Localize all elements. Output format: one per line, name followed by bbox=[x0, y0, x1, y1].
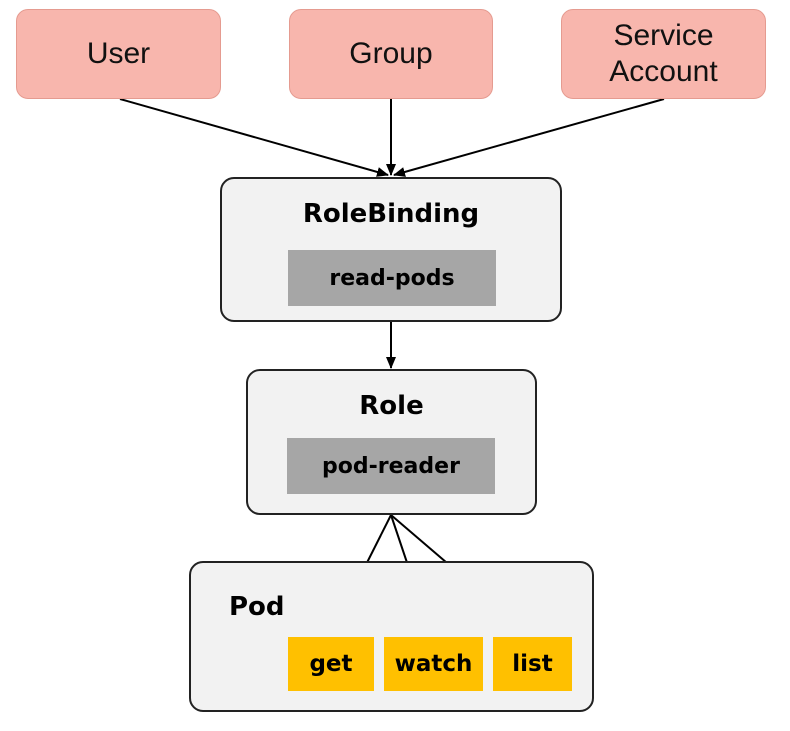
role-panel: Role pod-reader bbox=[246, 369, 537, 515]
rolebinding-title: RoleBinding bbox=[302, 199, 480, 229]
verb-list: list bbox=[493, 637, 572, 691]
verb-watch: watch bbox=[384, 637, 483, 691]
role-name-tag: pod-reader bbox=[287, 438, 495, 494]
rolebinding-name-tag: read-pods bbox=[288, 250, 496, 306]
subject-group: Group bbox=[289, 9, 493, 99]
subject-service-account-label-line1: Service bbox=[613, 19, 714, 52]
arrow-service-account-to-rolebinding bbox=[393, 98, 665, 177]
pod-title: Pod bbox=[229, 592, 285, 622]
subject-user: User bbox=[16, 9, 221, 99]
subject-service-account-label-line2: Account bbox=[609, 55, 718, 88]
arrow-user-to-rolebinding bbox=[119, 98, 389, 177]
subject-user-label: User bbox=[86, 37, 151, 70]
rolebinding-panel: RoleBinding read-pods bbox=[220, 177, 562, 322]
role-title: Role bbox=[359, 391, 424, 421]
subject-service-account: Service Account bbox=[561, 9, 766, 99]
subject-group-label: Group bbox=[349, 37, 433, 70]
verb-get: get bbox=[288, 637, 374, 691]
